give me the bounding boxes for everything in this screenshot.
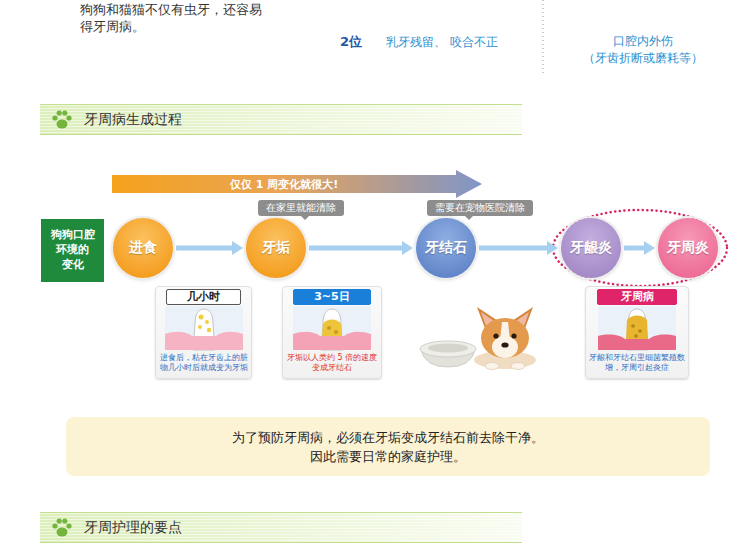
- tooth-backdrop: [598, 306, 676, 350]
- tartar-dot: [334, 330, 338, 334]
- section-title: 牙周护理的要点: [84, 513, 522, 542]
- plaque-dot: [207, 328, 211, 332]
- paw-toe: [62, 110, 67, 115]
- stage-label: 牙龈炎: [570, 239, 612, 257]
- card-heading: 3~5日: [293, 289, 370, 305]
- paw-toe: [66, 115, 71, 120]
- topic-box: 狗狗口腔 环境的 变化: [41, 219, 104, 282]
- stage-circle: 牙结石: [416, 218, 476, 278]
- paw-toe: [52, 115, 57, 120]
- puppy-eye: [511, 333, 516, 338]
- stage-circle: 进食: [113, 218, 173, 278]
- card-heading: 牙周病: [597, 289, 678, 305]
- stage-label: 牙垢: [262, 239, 290, 257]
- tooth-disease-illustration: [598, 306, 676, 350]
- tartar-patch: [322, 320, 342, 338]
- paw-toe: [62, 518, 67, 523]
- puppy-paw: [485, 363, 499, 370]
- plaque-dot: [198, 325, 202, 329]
- puppy-illustration: [474, 307, 536, 370]
- bacteria-dot: [634, 334, 638, 338]
- paw-pad: [57, 528, 68, 537]
- bowl-inside: [428, 344, 468, 353]
- paw-toe: [52, 523, 57, 528]
- stage-circle: 牙周炎: [658, 218, 718, 278]
- paw-toe: [57, 518, 62, 523]
- paw-toe: [66, 523, 71, 528]
- tartar-dot: [327, 326, 331, 330]
- rank-number: 2位: [340, 33, 362, 50]
- cause-text: 乳牙残留、 咬合不正: [386, 34, 498, 50]
- puppy-head: [481, 318, 529, 358]
- disease-group-ring: [553, 210, 727, 286]
- tooth-tartar-illustration: [293, 306, 371, 350]
- puppy-nose: [501, 342, 508, 347]
- card-body: 进食后，粘在牙齿上的脏物几小时后就成变为牙垢: [159, 353, 248, 373]
- stage-label: 牙结石: [425, 239, 467, 257]
- callout-bubble: 需要在宠物医院清除: [427, 200, 533, 216]
- stage-circle: 牙龈炎: [561, 218, 621, 278]
- callout-text: 在家里就能清除: [266, 202, 336, 214]
- cause-text: 口腔内外伤 （牙齿折断或磨耗等）: [578, 33, 708, 67]
- gum: [165, 332, 243, 350]
- tooth-backdrop: [293, 306, 371, 350]
- puppy-paw: [511, 363, 525, 370]
- note-panel: 为了预防牙周病，必须在牙垢变成牙结石前去除干净。 因此需要日常的家庭护理。: [66, 417, 710, 476]
- note-text: 为了预防牙周病，必须在牙垢变成牙结石前去除干净。 因此需要日常的家庭护理。: [226, 428, 551, 466]
- tooth-plaque-illustration: [165, 306, 243, 350]
- section-band: 牙周病生成过程: [40, 104, 522, 135]
- bowl-rim: [420, 341, 476, 357]
- tartar-patch: [626, 316, 648, 341]
- stage-label: 进食: [129, 239, 157, 257]
- plaque-dot: [199, 315, 204, 320]
- section-title: 牙周病生成过程: [84, 105, 522, 134]
- card-body: 牙龈和牙结石里细菌繁殖数增，牙周引起炎症: [589, 353, 685, 373]
- inflamed-gum: [598, 335, 676, 350]
- flow-arrow: [309, 246, 402, 251]
- gum: [293, 332, 371, 350]
- card-heading: 几小时: [166, 289, 241, 305]
- section-band: 牙周护理的要点: [40, 512, 522, 543]
- card-body: 牙垢以人类约 5 倍的速度变成牙结石: [286, 353, 378, 373]
- arrow-body: [112, 170, 482, 198]
- plaque-dot: [205, 320, 209, 324]
- topic-label: 狗狗口腔 环境的 变化: [45, 228, 100, 273]
- timeline-label: 仅仅 1 周变化就很大!: [230, 177, 338, 192]
- puppy-blaze: [500, 322, 510, 340]
- paw-toe: [57, 110, 62, 115]
- intro-text: 狗狗和猫猫不仅有虫牙，还容易 得牙周病。: [80, 1, 279, 35]
- flow-arrow: [176, 246, 232, 251]
- timeline-arrow: 仅仅 1 周变化就很大!: [112, 170, 482, 198]
- tooth-backdrop: [165, 306, 243, 350]
- divider-line: [543, 0, 544, 76]
- stage-circle: 牙垢: [246, 218, 306, 278]
- stage-label: 牙周炎: [667, 239, 709, 257]
- flow-arrow: [624, 246, 644, 251]
- food-bowl: [420, 341, 476, 367]
- bacteria-dot: [638, 329, 642, 333]
- bacteria-dot: [631, 324, 635, 328]
- callout-bubble: 在家里就能清除: [258, 200, 344, 216]
- flow-arrow: [479, 246, 547, 251]
- paw-pad: [57, 120, 68, 129]
- puppy-eye: [493, 333, 498, 338]
- callout-text: 需要在宠物医院清除: [435, 202, 525, 214]
